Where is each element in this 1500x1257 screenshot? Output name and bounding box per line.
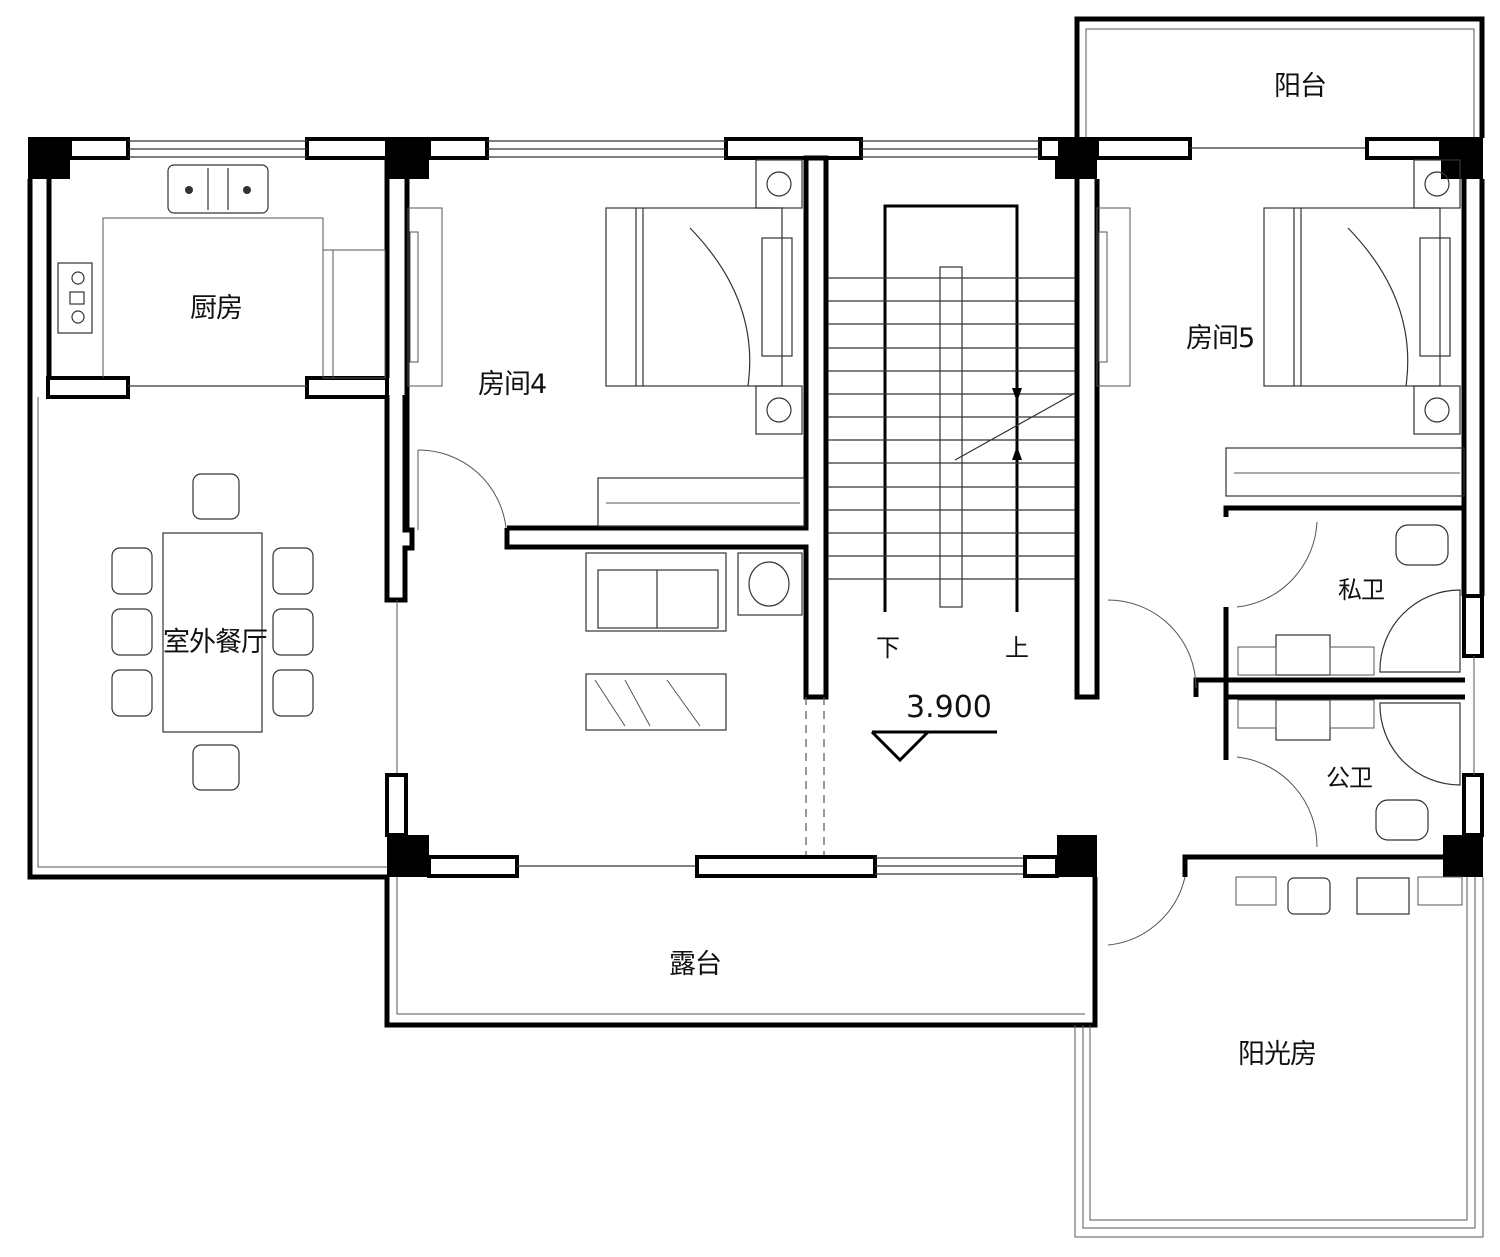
stair-down-label: 下 (876, 634, 900, 662)
room-label-outdoor-dining: 室外餐厅 (163, 627, 268, 658)
room-label-room5: 房间5 (1186, 323, 1255, 354)
terrace-area (384, 877, 1098, 1028)
room-label-balcony: 阳台 (1274, 71, 1327, 102)
kitchen-area (27, 137, 390, 399)
room5-area (1095, 137, 1485, 596)
room-label-terrace: 露台 (669, 949, 722, 980)
room4-area (387, 137, 863, 700)
balcony-area (1074, 16, 1485, 138)
room-label-private-bath: 私卫 (1338, 576, 1385, 604)
stairwell (828, 137, 1100, 763)
front-wall (387, 835, 1097, 878)
bathrooms (1107, 505, 1484, 946)
stair-up-label: 上 (1005, 634, 1029, 662)
room-label-public-bath: 公卫 (1326, 764, 1373, 792)
room-label-sunroom: 阳光房 (1238, 1039, 1317, 1070)
living-area (585, 552, 825, 855)
room-label-kitchen: 厨房 (190, 293, 243, 324)
sunroom-area (1074, 876, 1484, 1238)
room-label-room4: 房间4 (478, 369, 547, 400)
elevation-marker-value: 3.900 (906, 690, 992, 725)
